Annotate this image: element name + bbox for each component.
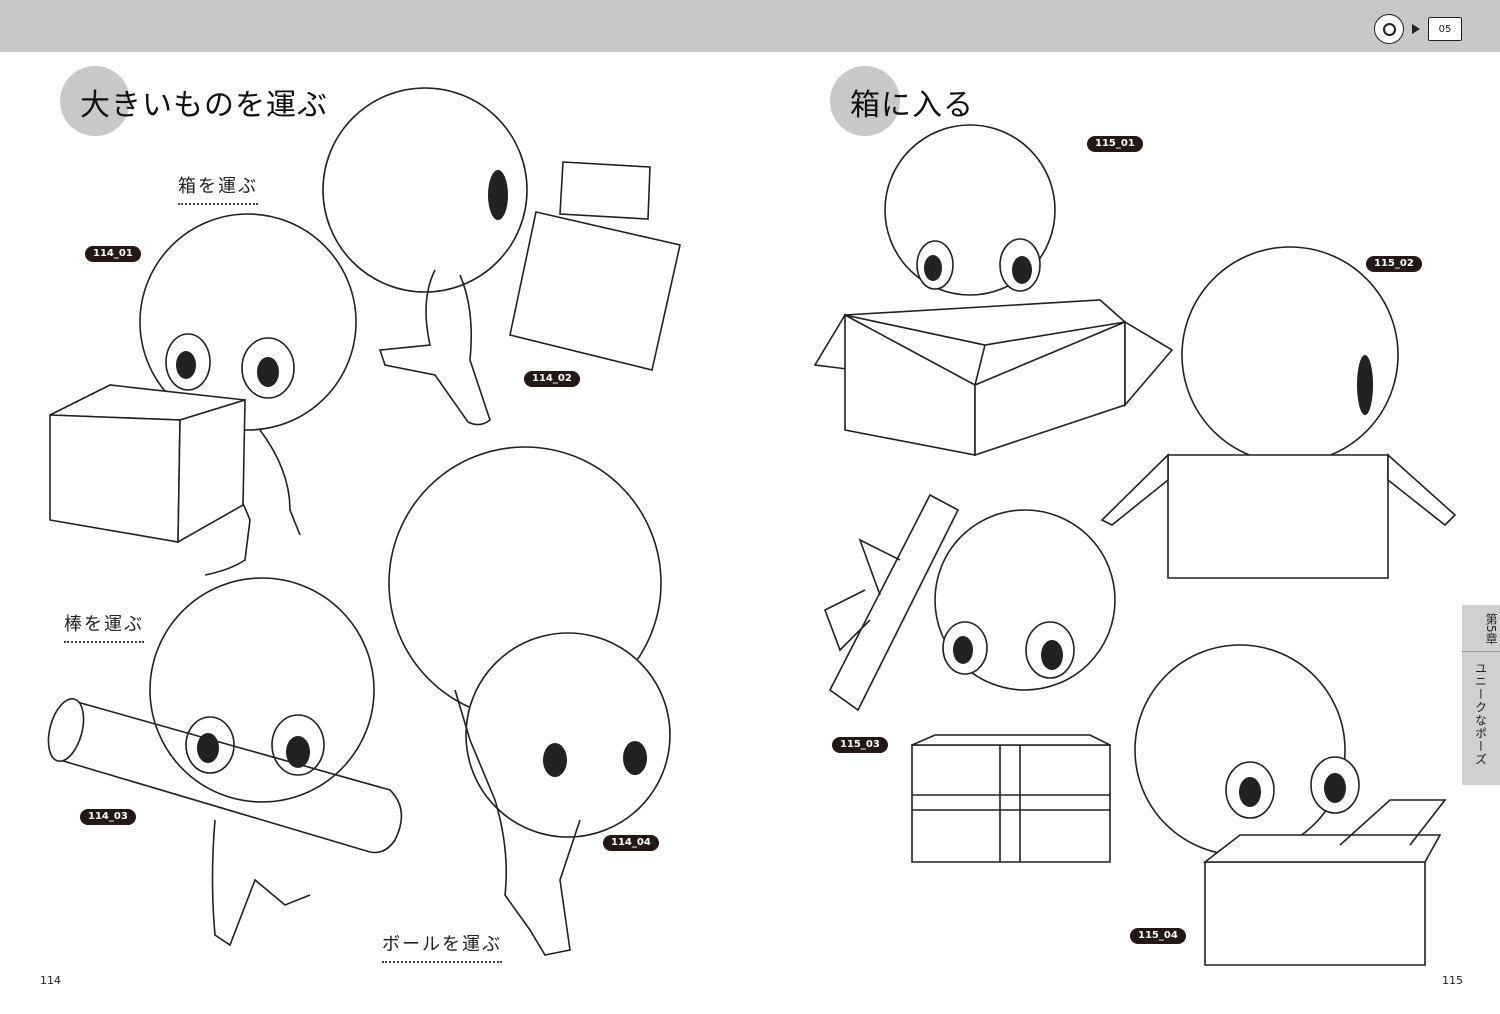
folder-label: 05	[1438, 23, 1452, 35]
figure-badge: 114_03	[80, 809, 136, 825]
figure-badge: 115_03	[832, 737, 888, 753]
figure-badge: 115_04	[1130, 928, 1186, 944]
subsection-carry-stick: 棒を運ぶ	[64, 610, 144, 643]
play-arrow-icon	[1412, 24, 1420, 34]
folder-navigation: 05	[1374, 14, 1462, 44]
page-number-left: 114	[40, 974, 61, 987]
title-decoration-circle	[830, 66, 900, 136]
section-title-right: 箱に入る	[850, 88, 974, 123]
chapter-side-tab[interactable]: 第5章 ユニークなポーズ	[1462, 605, 1500, 785]
disc-icon[interactable]	[1374, 14, 1404, 44]
top-bar: 05	[0, 0, 1500, 52]
figure-badge: 114_02	[524, 371, 580, 387]
subsection-carry-ball: ボールを運ぶ	[382, 930, 502, 963]
page-number-right: 115	[1442, 974, 1463, 987]
subsection-carry-box: 箱を運ぶ	[178, 172, 258, 205]
figure-badge: 114_04	[603, 835, 659, 851]
figure-badge: 114_01	[85, 246, 141, 262]
section-title-left: 大きいものを運ぶ	[80, 88, 328, 123]
figure-badge: 115_02	[1366, 256, 1422, 272]
figure-badge: 115_01	[1087, 136, 1143, 152]
chapter-number: 第5章	[1462, 605, 1500, 652]
title-decoration-circle	[60, 66, 130, 136]
folder-icon[interactable]: 05	[1428, 17, 1462, 41]
chapter-name: ユニークなポーズ	[1473, 661, 1488, 766]
